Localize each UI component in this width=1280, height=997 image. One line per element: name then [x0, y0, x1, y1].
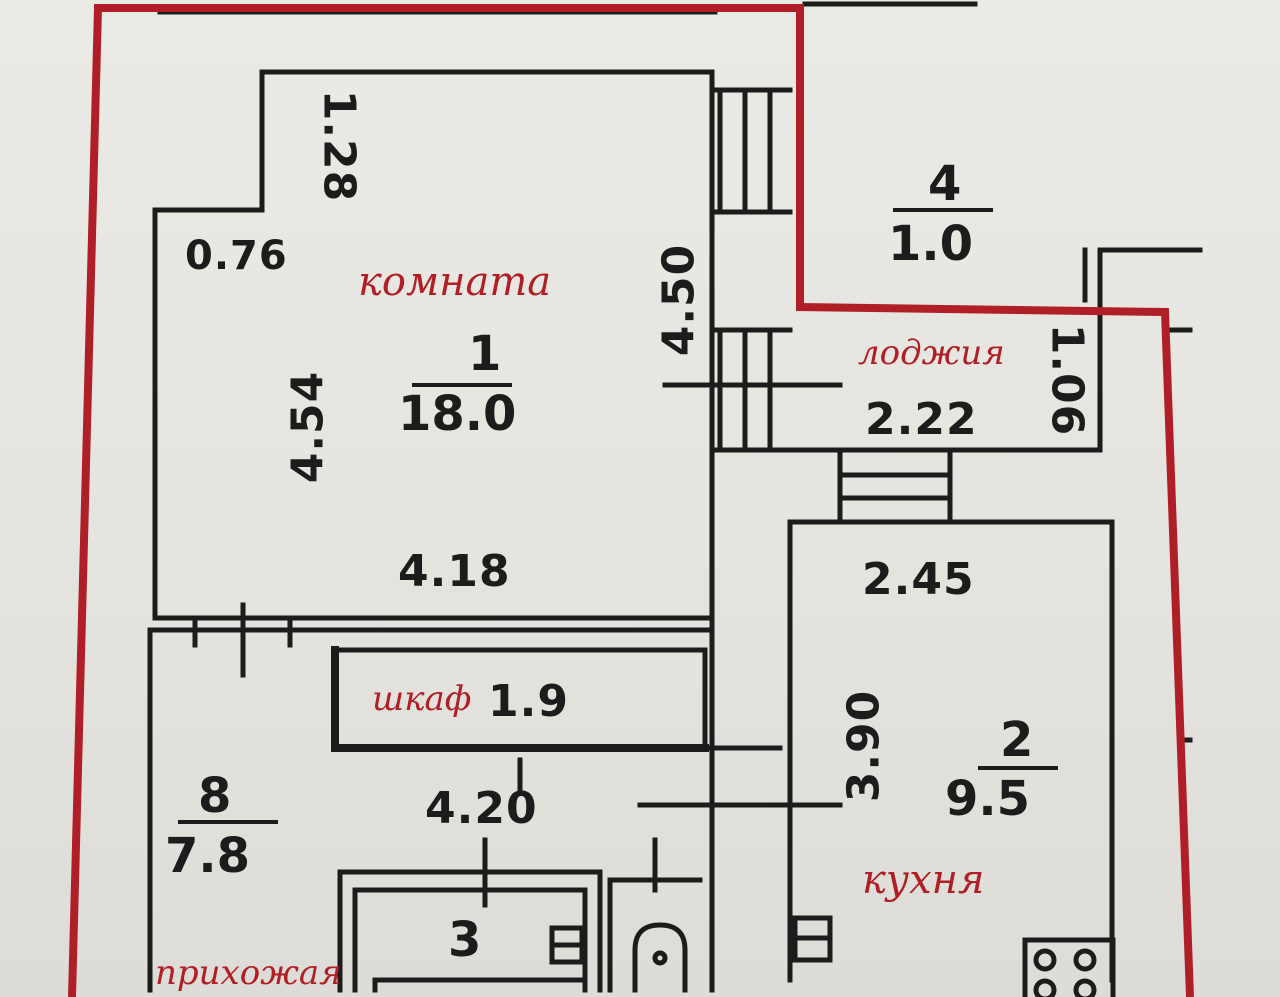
- room2-area: 9.5: [945, 771, 1031, 827]
- room8-area: 7.8: [165, 828, 251, 884]
- stove: [1022, 937, 1116, 997]
- room2-number: 2: [1000, 712, 1034, 768]
- dim-label-2-22: 2.22: [865, 394, 978, 445]
- room1-fraction-line: [412, 383, 512, 387]
- dim-label-4-20: 4.20: [425, 783, 538, 834]
- dim-label-4-54: 4.54: [282, 370, 334, 484]
- closet-name: шкаф: [372, 679, 472, 719]
- room1-name: комната: [358, 259, 552, 305]
- wall-room1-north-east: [259, 69, 715, 633]
- dim-label-4-18: 4.18: [398, 546, 511, 597]
- toilet-fixture: [632, 922, 688, 993]
- dim-label-2-45: 2.45: [862, 554, 975, 605]
- room8-number: 8: [198, 768, 232, 824]
- dim-label-1-06: 1.06: [1041, 323, 1093, 437]
- apartment-outline: [68, 4, 1194, 997]
- room8-fraction-line: [178, 820, 278, 824]
- dim-label-0-76: 0.76: [185, 233, 288, 279]
- room4-area: 1.0: [888, 216, 974, 272]
- room1-area: 18.0: [398, 386, 517, 442]
- wall-room1-west-south: [152, 207, 715, 621]
- wall-bathroom: [337, 869, 603, 993]
- room2-fraction-line: [978, 766, 1058, 770]
- closet-area: 1.9: [488, 676, 569, 727]
- room3-number: 3: [448, 912, 482, 968]
- dim-label-3-90: 3.90: [838, 689, 890, 803]
- room4-number: 4: [928, 156, 962, 212]
- room4-fraction-line: [893, 208, 993, 212]
- room4-name: лоджия: [858, 333, 1005, 373]
- room2-name: кухня: [862, 857, 985, 903]
- room8-name: прихожая: [155, 953, 342, 993]
- wall-loggia: [787, 247, 1203, 453]
- dim-label-4-50: 4.50: [653, 243, 705, 357]
- room1-number: 1: [468, 326, 502, 382]
- wall-kitchen: [787, 519, 1115, 983]
- dim-label-1-28: 1.28: [313, 89, 365, 203]
